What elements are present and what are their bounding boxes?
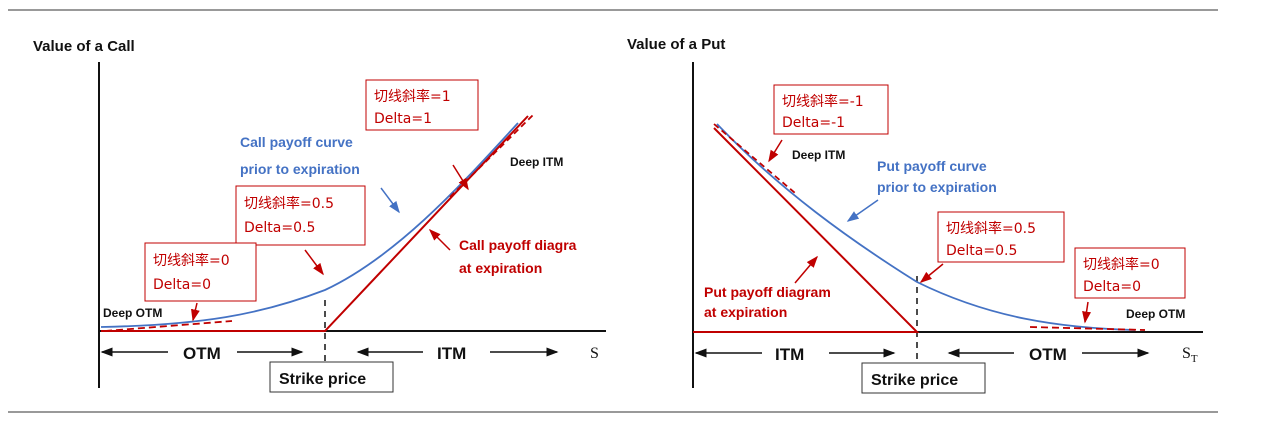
call-arrow-atm [304, 249, 324, 276]
put-tangent-itm [713, 123, 796, 194]
put-deep-itm: Deep ITM [792, 148, 845, 162]
call-curve-label: Call payoff curve [240, 134, 353, 150]
call-strike-box: Strike price [269, 361, 394, 393]
call-payoff-arrow [428, 228, 451, 251]
call-arrow-otm [191, 302, 200, 322]
put-curve [716, 123, 1136, 331]
put-curve-arrow [846, 199, 879, 222]
strike-label: Strike price [871, 372, 958, 389]
slope-label: 切线斜率=1 [374, 88, 451, 105]
put-curve-label-2: prior to expiration [877, 179, 997, 195]
put-payoff-arrow [794, 255, 818, 284]
call-zone-otm: OTM [183, 344, 221, 363]
put-box-itm: 切线斜率=-1 Delta=-1 [773, 84, 889, 135]
call-box-atm: 切线斜率=0.5 Delta=0.5 [235, 185, 366, 246]
strike-label: Strike price [279, 371, 366, 388]
put-curve-label: Put payoff curve [877, 158, 987, 174]
put-panel: Value of a Put 切线斜率=-1 Delta=-1 Deep ITM… [627, 36, 1203, 394]
call-curve [100, 122, 519, 328]
put-deep-otm: Deep OTM [1126, 307, 1185, 321]
slope-label: 切线斜率=-1 [782, 93, 864, 110]
put-box-otm: 切线斜率=0 Delta=0 [1074, 247, 1186, 299]
call-payoff-label: Call payoff diagra [459, 237, 577, 253]
call-arrow-itm [452, 164, 469, 191]
put-arrow-otm [1082, 301, 1092, 324]
put-payoff-line [693, 127, 920, 333]
put-x-axis-label: ST [1182, 345, 1198, 365]
delta-label: Delta=0.5 [244, 220, 315, 236]
put-arrow-atm [919, 263, 944, 283]
call-curve-label-2: prior to expiration [240, 161, 360, 177]
put-strike-box: Strike price [861, 362, 986, 394]
put-title: Value of a Put [627, 36, 725, 53]
call-x-axis-label: S [590, 345, 599, 362]
put-tangent-otm [1029, 326, 1146, 331]
slope-label: 切线斜率=0 [1083, 256, 1160, 273]
call-box-itm: 切线斜率=1 Delta=1 [365, 79, 479, 131]
call-zone-itm: ITM [437, 344, 466, 363]
delta-label: Delta=0.5 [946, 243, 1017, 259]
call-curve-arrow [380, 187, 400, 214]
put-payoff-label-2: at expiration [704, 304, 787, 320]
put-box-atm: 切线斜率=0.5 Delta=0.5 [937, 211, 1065, 263]
slope-label: 切线斜率=0.5 [946, 220, 1036, 237]
call-payoff-label-2: at expiration [459, 260, 542, 276]
delta-label: Delta=0 [153, 277, 211, 293]
axis-symbol: S [1182, 345, 1191, 362]
put-zone-otm: OTM [1029, 345, 1067, 364]
delta-label: Delta=0 [1083, 279, 1141, 295]
call-box-otm: 切线斜率=0 Delta=0 [144, 242, 257, 302]
slope-label: 切线斜率=0.5 [244, 195, 334, 212]
put-payoff-label: Put payoff diagram [704, 284, 831, 300]
axis-subscript: T [1191, 353, 1198, 365]
put-arrow-itm [768, 139, 783, 163]
slope-label: 切线斜率=0 [153, 252, 230, 269]
call-deep-otm: Deep OTM [103, 306, 162, 320]
delta-label: Delta=-1 [782, 115, 845, 131]
call-deep-itm: Deep ITM [510, 155, 563, 169]
call-panel: Value of a Call 切线斜率=1 Delta=1 切线斜率=0.5 … [33, 38, 606, 393]
call-title: Value of a Call [33, 38, 135, 55]
put-zone-itm: ITM [775, 345, 804, 364]
delta-label: Delta=1 [374, 111, 432, 127]
